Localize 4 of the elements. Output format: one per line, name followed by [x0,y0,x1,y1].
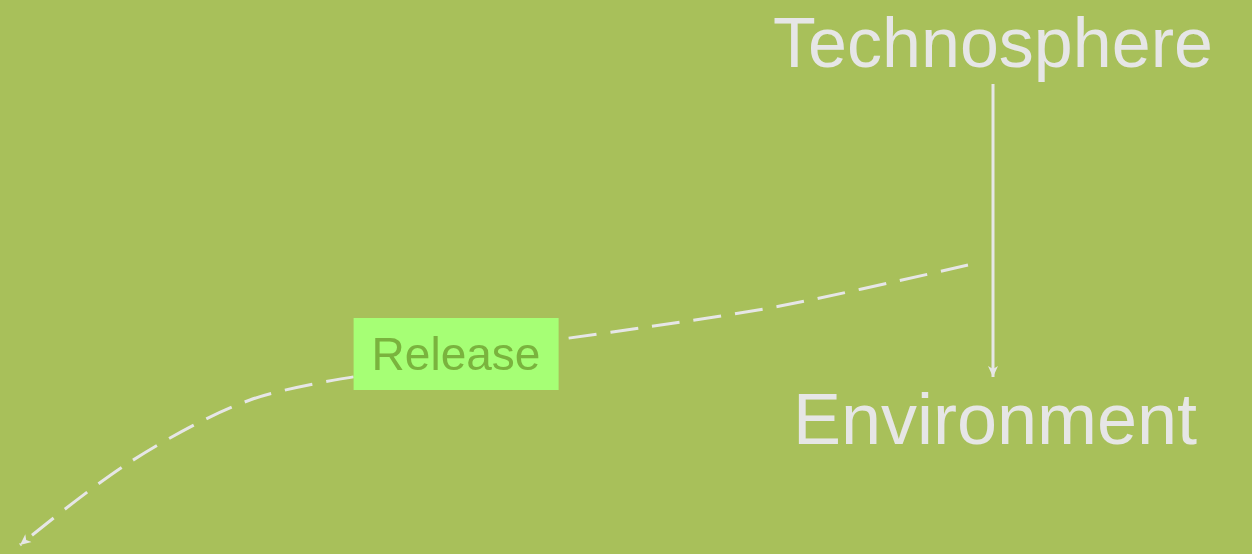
heading-text: Environment [792,383,1198,455]
label-box: Release [353,318,559,390]
arrow [988,84,998,377]
dashed-arrow [19,375,354,547]
